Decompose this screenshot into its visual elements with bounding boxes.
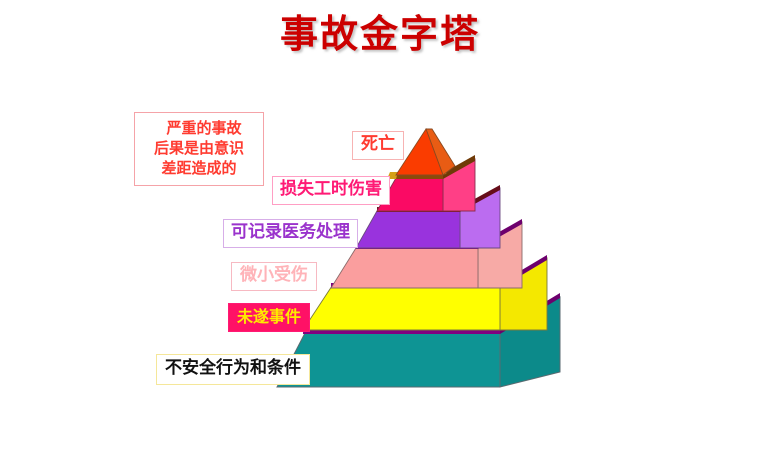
pyramid-layer-death — [395, 128, 456, 176]
pyramid-layer-minor-injury — [330, 219, 523, 289]
callout-line-3: 差距造成的 — [161, 158, 237, 177]
label-near-miss: 未遂事件 — [228, 303, 311, 333]
pyramid-layer-lost-time-injury — [376, 155, 476, 212]
page-title: 事故金字塔 — [279, 12, 480, 56]
label-death: 死亡 — [352, 131, 404, 160]
callout-line-2: 后果是由意识 — [153, 138, 244, 157]
callout-line-1: 严重的事故 — [166, 119, 242, 137]
pyramid-layer-unsafe-acts-and-conditions — [276, 293, 561, 388]
serious-consequence-callout: 严重的事故 后果是由意识 差距造成的 — [134, 112, 264, 187]
label-recordable-medical-treatment: 可记录医务处理 — [223, 219, 358, 248]
label-minor-injury: 微小受伤 — [231, 262, 317, 291]
label-unsafe-acts-and-conditions: 不安全行为和条件 — [156, 354, 310, 385]
label-lost-time-injury: 损失工时伤害 — [272, 176, 390, 205]
pyramid-layer-near-miss — [302, 255, 548, 331]
